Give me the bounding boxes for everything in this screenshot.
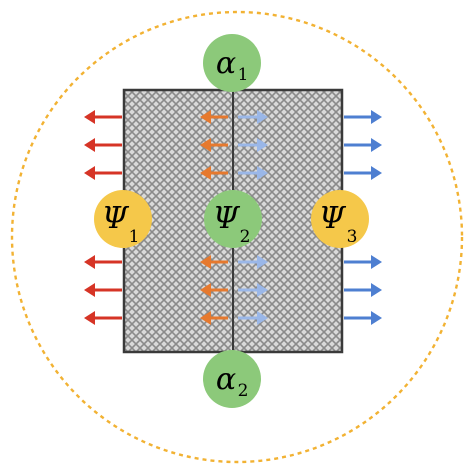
orange-arrow-2-head	[200, 138, 211, 152]
blue-arrow-4	[238, 255, 268, 269]
node-alpha-2-circle	[203, 350, 261, 408]
right-outflow-arrows	[344, 110, 382, 325]
right-arrow-5	[344, 283, 382, 297]
left-arrow-4	[84, 255, 122, 269]
right-arrow-3	[344, 166, 382, 180]
left-arrow-3-head	[84, 166, 95, 180]
node-psi-3-symbol: Ψ	[319, 201, 347, 236]
blue-arrow-1-head	[257, 110, 268, 124]
orange-arrow-6-head	[200, 311, 211, 325]
node-alpha-2-subscript: 2	[238, 381, 249, 401]
left-arrow-2	[84, 138, 122, 152]
node-psi-3-circle	[311, 190, 369, 248]
node-alpha-2: α 2	[203, 350, 261, 408]
right-arrow-5-head	[371, 283, 382, 297]
left-arrow-3	[84, 166, 122, 180]
right-arrow-6	[344, 311, 382, 325]
left-arrow-1	[84, 110, 122, 124]
node-psi-2-symbol: Ψ	[213, 201, 241, 236]
left-arrow-2-head	[84, 138, 95, 152]
blue-arrow-5-head	[257, 283, 268, 297]
orange-arrow-2	[200, 138, 228, 152]
center-orange-arrows	[200, 110, 228, 325]
outer-dashed-circle	[10, 10, 464, 464]
orange-arrow-5	[200, 283, 228, 297]
node-psi-3: Ψ 3	[311, 190, 369, 248]
right-arrow-1-head	[371, 110, 382, 124]
blue-arrow-3	[238, 166, 268, 180]
orange-arrow-1	[200, 110, 228, 124]
blue-arrow-5	[238, 283, 268, 297]
right-arrow-2	[344, 138, 382, 152]
node-alpha-1: α 1	[203, 34, 261, 92]
orange-arrow-4	[200, 255, 228, 269]
left-arrow-5	[84, 283, 122, 297]
right-arrow-6-head	[371, 311, 382, 325]
node-psi-2-circle	[204, 190, 262, 248]
right-arrow-2-head	[371, 138, 382, 152]
node-alpha-1-symbol: α	[216, 46, 236, 81]
node-psi-1: Ψ 1	[94, 190, 152, 248]
center-blue-arrows	[238, 110, 268, 325]
orange-arrow-1-head	[200, 110, 211, 124]
left-arrow-6-head	[84, 311, 95, 325]
orange-arrow-6	[200, 311, 228, 325]
left-arrow-4-head	[84, 255, 95, 269]
blue-arrow-2	[238, 138, 268, 152]
orange-arrow-5-head	[200, 283, 211, 297]
node-psi-3-subscript: 3	[347, 227, 358, 247]
left-outflow-arrows	[84, 110, 122, 325]
node-psi-1-circle	[94, 190, 152, 248]
node-psi-2: Ψ 2	[204, 190, 262, 248]
node-psi-1-subscript: 1	[129, 227, 140, 247]
blue-arrow-6	[238, 311, 268, 325]
blue-arrow-6-head	[257, 311, 268, 325]
orange-arrow-3-head	[200, 166, 211, 180]
node-alpha-2-symbol: α	[216, 362, 236, 397]
node-alpha-1-circle	[203, 34, 261, 92]
blue-arrow-4-head	[257, 255, 268, 269]
blue-arrow-3-head	[257, 166, 268, 180]
right-arrow-4-head	[371, 255, 382, 269]
blue-arrow-2-head	[257, 138, 268, 152]
orange-arrow-4-head	[200, 255, 211, 269]
right-arrow-3-head	[371, 166, 382, 180]
right-arrow-4	[344, 255, 382, 269]
right-arrow-1	[344, 110, 382, 124]
node-psi-1-symbol: Ψ	[102, 201, 130, 236]
blue-arrow-1	[238, 110, 268, 124]
node-psi-2-subscript: 2	[240, 227, 251, 247]
left-arrow-6	[84, 311, 122, 325]
left-arrow-5-head	[84, 283, 95, 297]
orange-arrow-3	[200, 166, 228, 180]
left-arrow-1-head	[84, 110, 95, 124]
node-alpha-1-subscript: 1	[238, 65, 249, 85]
